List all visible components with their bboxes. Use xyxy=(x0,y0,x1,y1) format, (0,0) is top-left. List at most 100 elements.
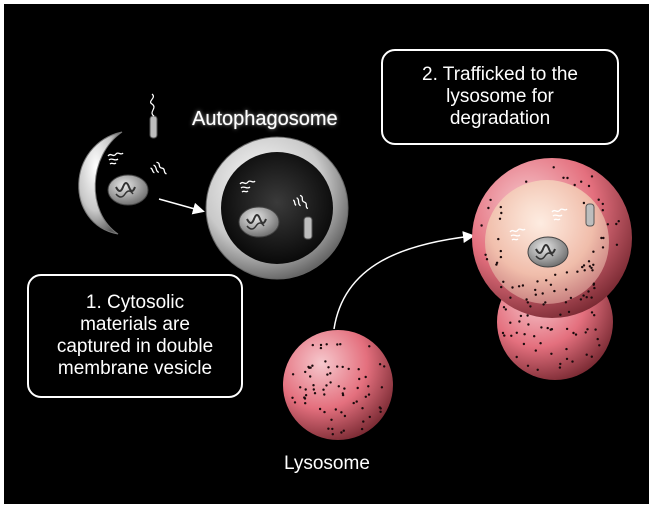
lysosome-speckle xyxy=(311,364,314,367)
lysosome-speckle xyxy=(541,292,544,295)
lysosome-speckle xyxy=(585,296,588,299)
lysosome-speckle xyxy=(340,411,343,414)
lysosome-speckle xyxy=(574,333,578,336)
lysosome-speckle xyxy=(518,320,521,323)
lysosome-speckle xyxy=(517,285,521,288)
lysosome-speckle xyxy=(562,176,565,179)
lysosome-speckle xyxy=(522,342,526,346)
lysosome-speckle xyxy=(360,427,364,431)
lysosome-speckle xyxy=(380,386,384,389)
lysosome-speckle xyxy=(497,237,500,241)
lysosome-speckle xyxy=(364,375,367,379)
lysosome-speckle xyxy=(558,366,562,369)
callout-line: degradation xyxy=(449,108,551,129)
lysosome-speckle xyxy=(291,373,295,376)
lysosome-speckle xyxy=(592,250,595,253)
lysosome-speckle xyxy=(291,396,294,399)
lysosome-speckle xyxy=(339,343,342,346)
lysosome-speckle xyxy=(573,183,576,187)
mitochondrion-icon xyxy=(238,206,280,238)
lysosome-speckle xyxy=(330,418,333,421)
lysosome-speckle xyxy=(519,314,523,318)
lysosome-speckle xyxy=(515,355,518,359)
lysosome-speckle xyxy=(534,293,537,296)
diagram-canvas: Autophagosome Lysosome 2. Trafficked to … xyxy=(4,4,649,504)
lysosome-speckle xyxy=(569,296,573,300)
lysosome-speckle xyxy=(356,386,359,390)
lysosome-speckle xyxy=(587,290,590,293)
lysosome-speckle xyxy=(485,258,489,261)
lysosome-speckle xyxy=(304,370,307,374)
lysosome-speckle xyxy=(544,301,547,304)
lysosome-speckle xyxy=(499,205,502,209)
lysosome-speckle xyxy=(515,331,518,334)
lysosome-speckle xyxy=(303,397,307,400)
lysosome-speckle xyxy=(550,352,553,355)
lysosome-speckle xyxy=(601,246,605,249)
lysosome-speckle xyxy=(533,335,536,338)
callout-line: membrane vesicle xyxy=(57,358,213,379)
organelle-fragment-icon xyxy=(149,115,158,139)
lysosome-speckle xyxy=(536,368,539,371)
lysosome-speckle xyxy=(564,288,568,291)
lysosome-speckle xyxy=(325,384,328,387)
lysosome-speckle xyxy=(565,347,568,351)
lysosome-speckle xyxy=(309,375,312,378)
lysosome xyxy=(283,330,393,440)
lysosome-speckle xyxy=(502,280,505,283)
lysosome-speckle xyxy=(582,294,585,297)
lysosome-speckle xyxy=(327,427,330,430)
lysosome-speckle xyxy=(615,222,618,226)
lysosome-speckle xyxy=(326,373,329,376)
lysosome-speckle xyxy=(307,365,310,369)
callout-line: 2. Trafficked to the xyxy=(422,64,578,85)
lysosome-speckle xyxy=(500,211,503,215)
lysosome-speckle xyxy=(510,334,513,337)
lysosome-speckle xyxy=(581,265,584,269)
lysosome-speckle xyxy=(586,328,589,331)
lysosome-speckle xyxy=(331,433,334,436)
lysosome-speckle xyxy=(526,301,529,304)
callout-line: lysosome for xyxy=(446,86,554,107)
autolysosome xyxy=(472,158,632,380)
lysosome-speckle xyxy=(322,388,325,391)
lysosome-speckle xyxy=(576,270,579,273)
lysosome-speckle xyxy=(495,261,499,264)
lysosome-speckle xyxy=(565,271,569,274)
lysosome-speckle xyxy=(361,407,364,410)
lysosome-speckle xyxy=(357,368,360,371)
lysosome-speckle xyxy=(523,333,526,336)
step2-callout: 2. Trafficked to the lysosome for degrad… xyxy=(381,49,619,145)
lysosome-speckle xyxy=(534,349,537,352)
callout-line: 1. Cytosolic xyxy=(85,292,185,313)
lysosome-speckle xyxy=(368,415,371,419)
lysosome-speckle xyxy=(566,176,569,180)
lysosome-speckle xyxy=(572,331,575,335)
lysosome-speckle xyxy=(324,360,327,363)
lysosome-speckle xyxy=(329,372,332,375)
lysosome-speckle xyxy=(352,401,355,405)
lysosome-speckle xyxy=(379,410,382,413)
lysosome-speckle xyxy=(489,198,492,202)
lysosome-speckle xyxy=(571,360,574,363)
lysosome-speckle xyxy=(312,384,315,387)
lysosome-speckle xyxy=(592,282,596,285)
lysosome-speckle xyxy=(600,236,603,240)
lysosome-speckle xyxy=(343,414,347,418)
autophagy-illustration xyxy=(78,93,632,440)
lysosome-speckle xyxy=(545,279,548,282)
lysosome-speckle xyxy=(593,314,596,317)
lysosome-speckle xyxy=(521,284,525,287)
lysosome-speckle xyxy=(590,311,594,314)
lysosome-speckle xyxy=(526,314,529,317)
lysosome-speckle xyxy=(559,313,562,316)
lysosome-speckle xyxy=(299,386,302,389)
lysosome-speckle xyxy=(529,305,532,308)
lysosome-label: Lysosome xyxy=(284,453,370,474)
lysosome-speckle xyxy=(334,408,337,411)
lysosome-speckle xyxy=(501,331,505,335)
lysosome-speckle xyxy=(596,337,599,341)
lysosome-speckle xyxy=(593,286,596,290)
lysosome-speckle xyxy=(484,253,487,256)
lysosome-speckle xyxy=(499,249,502,253)
